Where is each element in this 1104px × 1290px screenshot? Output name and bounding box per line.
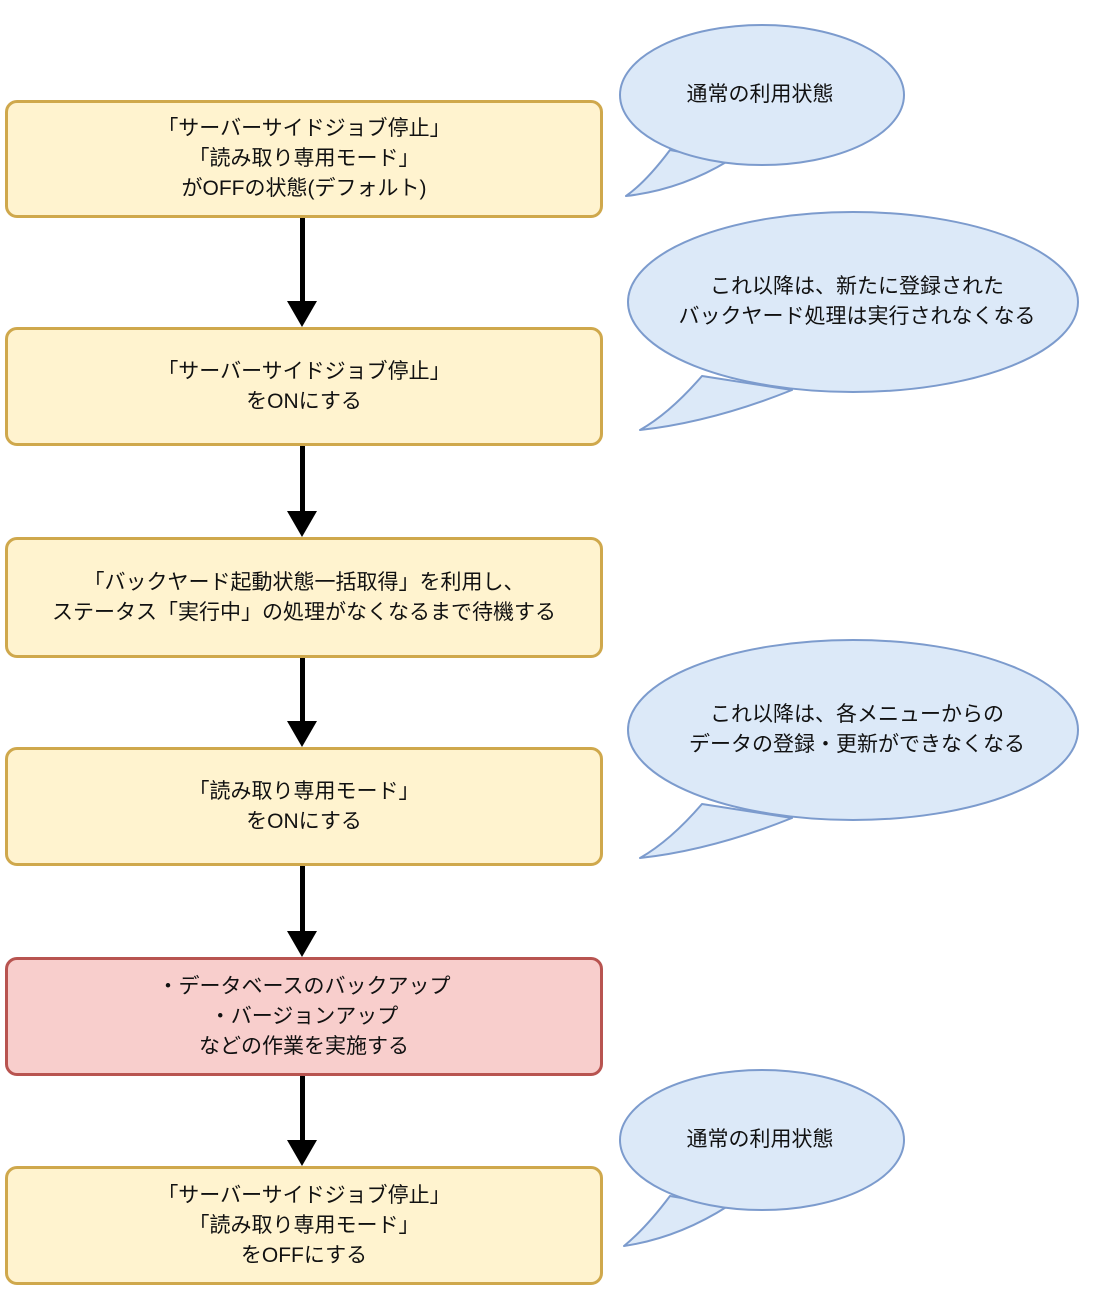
callout-text-line: データの登録・更新ができなくなる [689,733,1025,756]
callout-bubble-normal-top: 通常の利用状態 [610,18,910,203]
step-box-wait-running: 「バックヤード起動状態一括取得」を利用し、 ステータス「実行中」の処理がなくなる… [5,537,603,658]
speech-bubble-icon [627,211,1079,431]
arrow-shaft [299,1076,305,1140]
arrow-head-icon [287,1140,317,1166]
flow-arrow-1 [287,218,317,327]
callout-text-line: これ以降は、新たに登録された [710,275,1004,298]
callout-bubble-readonly: これ以降は、各メニューからの データの登録・更新ができなくなる [622,636,1092,866]
callout-text-line: バックヤード処理は実行されなくなる [678,305,1036,328]
speech-bubble-icon [619,1069,905,1247]
callout-text-line: 通常の利用状態 [686,1128,834,1151]
arrow-head-icon [287,301,317,327]
step-box-turn-off: 「サーバーサイドジョブ停止」 「読み取り専用モード」 をOFFにする [5,1166,603,1285]
step-text-line: 「サーバーサイドジョブ停止」 [157,359,451,383]
arrow-head-icon [287,931,317,957]
step-box-readonly-on: 「読み取り専用モード」 をONにする [5,747,603,866]
arrow-shaft [299,446,305,511]
step-text-line: をOFFにする [240,1243,368,1267]
flow-arrow-5 [287,1076,317,1166]
step-text-line: などの作業を実施する [199,1034,409,1058]
step-text-line: 「サーバーサイドジョブ停止」 [157,1183,451,1207]
arrow-shaft [299,866,305,931]
arrow-head-icon [287,721,317,747]
arrow-shaft [299,218,305,301]
arrow-head-icon [287,511,317,537]
speech-bubble-icon [619,24,905,197]
flow-arrow-2 [287,446,317,537]
flow-arrow-3 [287,658,317,747]
step-text-line: ・データベースのバックアップ [157,974,451,998]
callout-text-line: 通常の利用状態 [686,83,834,106]
step-box-job-stop-on: 「サーバーサイドジョブ停止」 をONにする [5,327,603,446]
callout-bubble-backyard: これ以降は、新たに登録された バックヤード処理は実行されなくなる [622,208,1092,438]
callout-text-line: これ以降は、各メニューからの [710,703,1004,726]
step-text-line: 「読み取り専用モード」 [188,779,420,803]
step-box-maintenance-work: ・データベースのバックアップ ・バージョンアップ などの作業を実施する [5,957,603,1076]
flow-arrow-4 [287,866,317,957]
step-text-line: をONにする [246,809,362,833]
step-text-line: ステータス「実行中」の処理がなくなるまで待機する [52,600,556,624]
step-text-line: 「バックヤード起動状態一括取得」を利用し、 [83,570,525,594]
step-text-line: をONにする [246,389,362,413]
speech-bubble-icon [627,639,1079,859]
step-text-line: がOFFの状態(デフォルト) [181,177,427,200]
callout-bubble-normal-bottom: 通常の利用状態 [610,1066,910,1254]
step-box-default-off: 「サーバーサイドジョブ停止」 「読み取り専用モード」 がOFFの状態(デフォルト… [5,100,603,218]
step-text-line: 「読み取り専用モード」 [188,147,420,170]
arrow-shaft [299,658,305,721]
step-text-line: ・バージョンアップ [209,1004,399,1028]
step-text-line: 「読み取り専用モード」 [188,1213,420,1237]
step-text-line: 「サーバーサイドジョブ停止」 [157,117,451,140]
